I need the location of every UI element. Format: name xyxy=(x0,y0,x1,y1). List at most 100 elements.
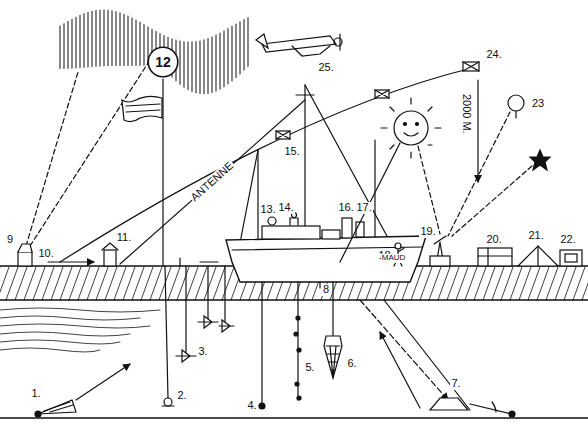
aurora-ray xyxy=(72,19,73,68)
current-meters xyxy=(176,258,234,362)
aurora-ray xyxy=(244,20,245,71)
callout-number: 25. xyxy=(317,62,334,74)
aurora-ray xyxy=(180,41,181,84)
hatch-line xyxy=(150,267,162,300)
aurora-camera xyxy=(18,244,32,266)
aurora xyxy=(60,10,248,94)
hatch-line xyxy=(501,267,513,300)
hatch-line xyxy=(465,267,477,300)
aurora-ray xyxy=(108,10,109,65)
callout-number: 23 xyxy=(531,98,545,110)
aurora-ray xyxy=(136,20,137,65)
star xyxy=(530,150,550,170)
aurora-ray xyxy=(192,42,193,92)
callout-number: 21. xyxy=(527,230,544,242)
hatch-line xyxy=(528,267,540,300)
aurora-ray xyxy=(144,25,145,66)
ground-arrow xyxy=(48,261,94,262)
antenna-wire xyxy=(120,100,305,264)
hatch-line xyxy=(105,267,117,300)
callout-number: 16. xyxy=(337,202,354,214)
hatch-line xyxy=(420,267,432,300)
sea-floor xyxy=(0,417,588,419)
under-ship-instruments xyxy=(259,282,342,409)
callout-number: 24. xyxy=(485,49,502,61)
aurora-ray xyxy=(188,42,189,90)
callout-number: 17. xyxy=(355,202,372,214)
aurora-ray xyxy=(80,15,81,67)
instrument-hut xyxy=(102,243,118,266)
sounding-line xyxy=(162,266,174,406)
pilot-balloon xyxy=(508,95,524,111)
circle-shape xyxy=(148,47,178,77)
aurora-ray xyxy=(224,31,225,87)
hatch-line xyxy=(564,267,576,300)
hatch-line xyxy=(78,267,90,300)
aurora-ray xyxy=(184,42,185,87)
aurora-ray xyxy=(100,10,101,66)
hatch-line xyxy=(6,267,18,300)
callout-number: 11. xyxy=(116,232,132,244)
kite-line xyxy=(60,68,472,262)
callout-number: 5. xyxy=(304,362,315,374)
balloon-string xyxy=(515,111,516,118)
hatch-line xyxy=(69,267,81,300)
aurora-ray xyxy=(196,42,197,93)
aurora-ray xyxy=(240,22,241,74)
aurora-ray xyxy=(112,11,113,66)
magnetic-hut xyxy=(560,250,582,266)
hatch-line xyxy=(447,267,459,300)
aurora-ray xyxy=(104,10,105,66)
airplane xyxy=(256,34,342,56)
callout-number: 19. xyxy=(419,226,436,238)
hatch-line xyxy=(168,267,180,300)
hatch-line xyxy=(429,267,441,300)
hatch-line xyxy=(582,267,588,300)
hatch-line xyxy=(510,267,522,300)
hatch-line xyxy=(123,267,135,300)
hatch-line xyxy=(51,267,63,300)
aurora-ray xyxy=(116,12,117,66)
aurora-ray xyxy=(208,39,209,94)
aurora-ray xyxy=(216,35,217,91)
aurora-ray xyxy=(128,16,129,65)
aurora-ray xyxy=(76,17,77,68)
aurora-ray xyxy=(220,33,221,89)
theodolite xyxy=(430,236,450,266)
instrument-box xyxy=(478,248,512,266)
callout-number: 3. xyxy=(197,346,208,358)
tent xyxy=(518,246,558,266)
hatch-line xyxy=(213,267,225,300)
callout-number: 7. xyxy=(450,378,461,390)
aurora-ray xyxy=(248,18,249,67)
hatch-line xyxy=(42,267,54,300)
aurora-ray xyxy=(140,22,141,65)
sun xyxy=(340,98,441,262)
aurora-ray xyxy=(64,24,65,69)
hatch-line xyxy=(15,267,27,300)
aurora-ray xyxy=(96,11,97,67)
callout-number: 1. xyxy=(30,388,41,400)
callout-number: 22. xyxy=(559,234,576,246)
hatch-line xyxy=(141,267,153,300)
aurora-ray xyxy=(132,18,133,66)
hatch-line xyxy=(492,267,504,300)
sight-line xyxy=(26,72,78,246)
hatch-line xyxy=(537,267,549,300)
callout-number: 15. xyxy=(283,146,300,158)
aurora-ray xyxy=(120,13,121,66)
hatch-line xyxy=(132,267,144,300)
hatch-line xyxy=(474,267,486,300)
hatch-line xyxy=(96,267,108,300)
balloon-circle: 12 xyxy=(147,46,179,78)
hatch-line xyxy=(60,267,72,300)
callout-number: 10. xyxy=(37,248,54,260)
kites xyxy=(276,62,479,139)
hatch-line xyxy=(186,267,198,300)
hatch-line xyxy=(555,267,567,300)
hatch-line xyxy=(456,267,468,300)
aurora-ray xyxy=(60,26,61,69)
callout-number: 6. xyxy=(346,358,357,370)
aurora-ray xyxy=(84,14,85,68)
